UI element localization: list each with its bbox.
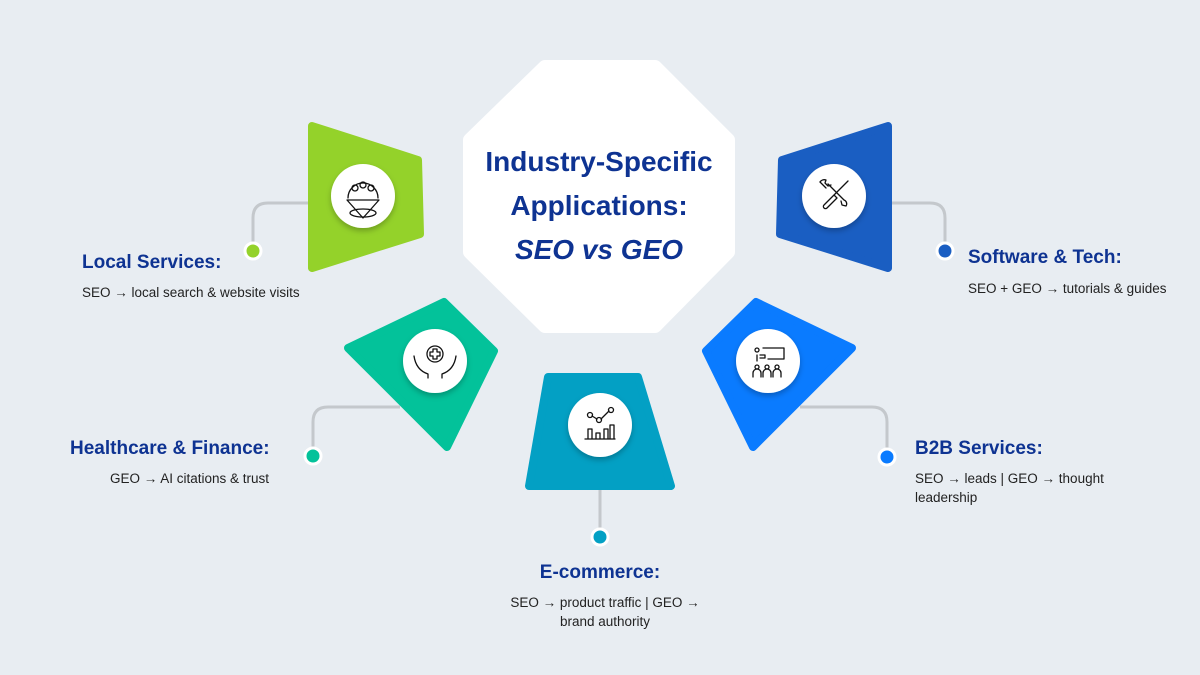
center-octagon	[463, 60, 735, 333]
title-line-1: Industry-Specific	[485, 146, 713, 177]
desc-local-services: SEO → local search & website visits	[82, 285, 300, 300]
title-line-3: SEO vs GEO	[514, 234, 684, 265]
dot-local	[243, 241, 263, 261]
icon-circle-ecommerce	[568, 393, 632, 457]
bar-chart-trend-icon	[584, 406, 616, 440]
label-b2b-services: B2B Services:	[915, 438, 1043, 459]
desc-ecommerce: SEO → product traffic | GEO → brand auth…	[510, 595, 700, 629]
dot-b2b	[877, 447, 897, 467]
desc-healthcare-finance: GEO → AI citations & trust	[110, 471, 270, 486]
icon-circle-software	[802, 164, 866, 228]
connector-healthcare	[311, 405, 400, 450]
title-line-2: Applications:	[510, 190, 688, 221]
dot-healthcare	[303, 446, 323, 466]
connector-b2b	[800, 405, 889, 450]
label-healthcare-finance: Healthcare & Finance:	[70, 438, 270, 459]
desc-b2b-services: SEO → leads | GEO → thought leadership	[915, 471, 1104, 505]
wrench-screwdriver-icon	[819, 179, 849, 210]
people-location-icon	[346, 181, 380, 219]
presentation-audience-icon	[752, 347, 785, 378]
dot-ecommerce	[590, 527, 610, 547]
connector-local	[251, 201, 310, 245]
icon-circle-healthcare	[403, 329, 467, 393]
desc-software-tech: SEO + GEO → tutorials & guides	[968, 281, 1167, 296]
label-local-services: Local Services:	[82, 252, 222, 273]
page-title: Industry-Specific Applications: SEO vs G…	[463, 140, 735, 272]
connectors	[251, 201, 947, 530]
connector-software	[890, 201, 947, 245]
icon-circle-b2b	[736, 329, 800, 393]
label-ecommerce: E-commerce:	[539, 562, 661, 583]
hands-medical-cross-icon	[413, 345, 457, 379]
icon-circle-local	[331, 164, 395, 228]
dot-software	[935, 241, 955, 261]
label-software-tech: Software & Tech:	[968, 247, 1122, 268]
